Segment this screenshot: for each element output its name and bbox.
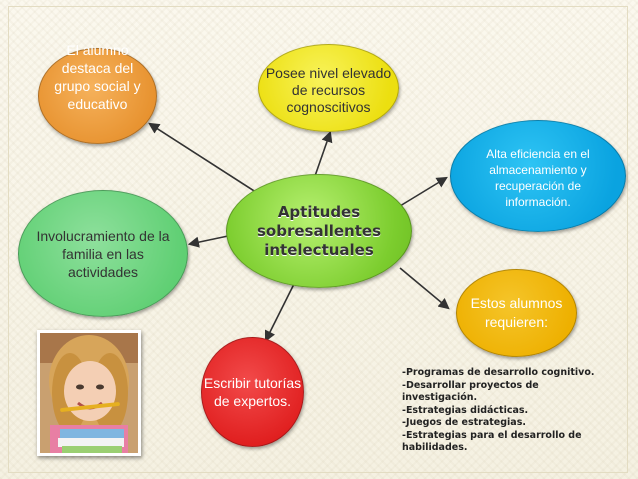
requirement-item: -Desarrollar proyectos de investigación. <box>402 379 539 404</box>
node-alta-eficiencia: Alta eficiencia en el almacenamiento y r… <box>450 120 626 232</box>
requirement-item: -Estrategias para el desarrollo de habil… <box>402 429 582 454</box>
node-alta-text: Alta eficiencia en el almacenamiento y r… <box>486 147 590 209</box>
requirement-item: -Juegos de estrategias. <box>402 417 526 428</box>
node-posee-nivel: Posee nivel elevado de recursos cognosci… <box>258 44 399 132</box>
node-estos-text: Estos alumnos requieren: <box>470 295 563 330</box>
requirements-list: -Programas de desarrollo cognitivo. -Des… <box>402 367 602 455</box>
arrow-to-alta <box>399 176 448 207</box>
node-involucramiento-text: Involucramiento de la familia en las act… <box>36 227 170 280</box>
node-escribir-text: Escribir tutorías de expertos. <box>203 375 302 409</box>
node-estos-alumnos: Estos alumnos requieren: <box>456 269 577 357</box>
arrow-to-alumno <box>148 122 263 197</box>
requirement-item: -Estrategias didácticas. <box>402 404 529 416</box>
requirement-item: -Programas de desarrollo cognitivo. <box>402 367 595 378</box>
arrow-to-involucramiento <box>187 235 229 248</box>
center-line-2: sobresallentes <box>257 221 381 240</box>
arrow-to-posee <box>314 130 333 177</box>
node-escribir-tutorias: Escribir tutorías de expertos. <box>201 337 304 447</box>
center-line-3: intelectuales <box>264 240 374 259</box>
node-posee-text: Posee nivel elevado de recursos cognosci… <box>265 64 392 115</box>
slide-frame <box>8 6 628 473</box>
arrow-to-estos <box>399 267 450 310</box>
arrow-to-escribir <box>264 283 295 343</box>
node-alumno-destaca: El alumno destaca del grupo social y edu… <box>38 42 157 144</box>
girl-with-books-photo <box>37 330 141 456</box>
node-alumno-text: El alumno destaca del grupo social y edu… <box>54 42 141 112</box>
center-node-aptitudes: Aptitudes sobresallentes intelectuales <box>226 174 412 288</box>
node-involucramiento: Involucramiento de la familia en las act… <box>18 190 188 317</box>
center-line-1: Aptitudes <box>277 202 361 221</box>
